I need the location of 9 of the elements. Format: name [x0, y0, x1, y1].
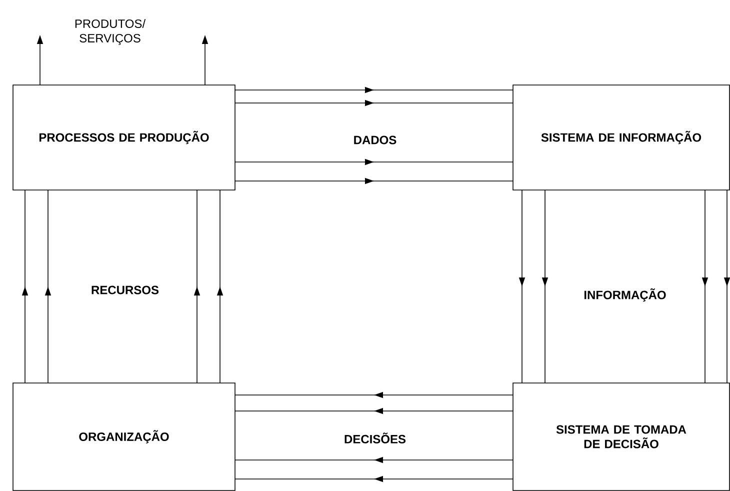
flow-label: INFORMAÇÃO — [582, 287, 668, 303]
process-box: ORGANIZAÇÃO — [12, 382, 236, 491]
flow-label: RECURSOS — [90, 284, 160, 296]
process-box: PROCESSOS DE PRODUÇÃO — [12, 84, 236, 190]
flow-label: DECISÕES — [343, 432, 408, 444]
process-box: SISTEMA DE INFORMAÇÃO — [512, 84, 730, 190]
process-box: SISTEMA DE TOMADA DE DECISÃO — [512, 382, 730, 491]
flow-label: DADOS — [352, 134, 398, 146]
label: PRODUTOS/ SERVIÇOS — [69, 18, 151, 46]
